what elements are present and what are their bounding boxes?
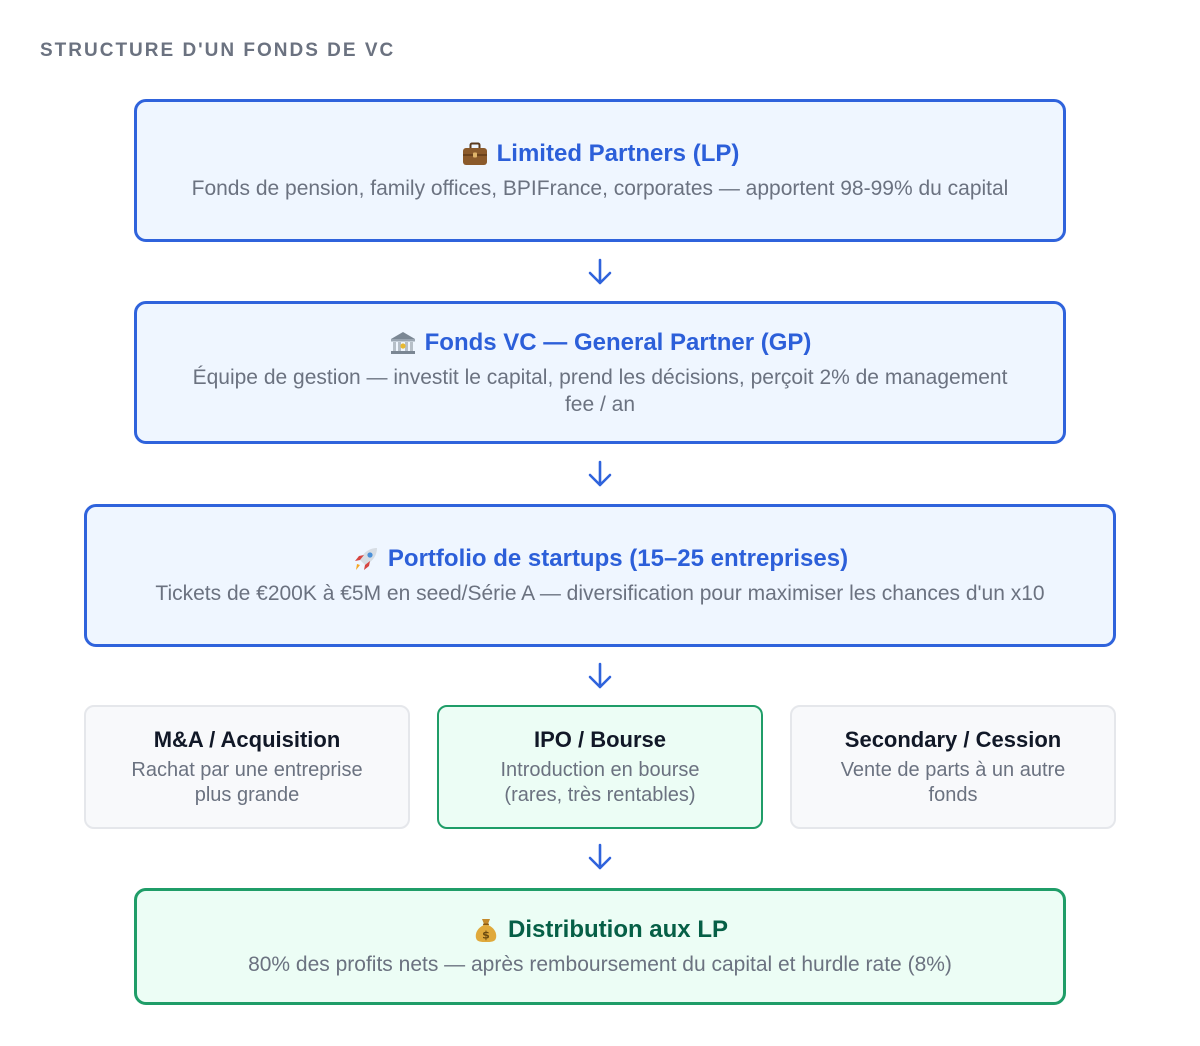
outcome-secondary-description: Vente de parts à un autre fonds [840,759,1066,806]
outcome-ma-description: Rachat par une entreprise plus grande [131,759,363,806]
gp-title: Fonds VC — General Partner (GP) [424,328,812,356]
lp-title-row: Limited Partners (LP) [461,139,740,169]
gp-description: Équipe de gestion — investit le capital,… [192,365,1008,416]
distribution-description: 80% des profits nets — après rembourseme… [248,953,952,976]
arrow-down-icon [588,843,612,870]
lp-description: Fonds de pension, family offices, BPIFra… [191,177,1009,200]
lp-title: Limited Partners (LP) [496,140,740,167]
gp-title-row: Fonds VC — General Partner (GP) [389,328,812,358]
money-bag-icon: $ [475,919,497,942]
arrow-down-icon [588,662,612,689]
outcome-ma-title: M&A / Acquisition [153,727,341,752]
outcome-secondary-title: Secondary / Cession [844,727,1062,752]
outcome-ma-box: M&A / Acquisition Rachat par une entrepr… [84,705,410,829]
portfolio-title-row: Portfolio de startups (15–25 entreprises… [352,544,848,574]
diagram-heading: STRUCTURE D'UN FONDS DE VC [40,40,396,61]
briefcase-icon [462,142,487,165]
outcome-secondary-box: Secondary / Cession Vente de parts à un … [790,705,1116,829]
outcome-ipo-description: Introduction en bourse (rares, très rent… [500,759,700,806]
arrow-down-icon [588,460,612,487]
outcome-ipo-box: IPO / Bourse Introduction en bourse (rar… [437,705,763,829]
rocket-icon [354,548,377,570]
distribution-title-row: $ Distribution aux LP [472,915,728,945]
distribution-box: $ Distribution aux LP 80% des profits ne… [134,888,1066,1005]
lp-box: Limited Partners (LP) Fonds de pension, … [134,99,1066,242]
portfolio-title: Portfolio de startups (15–25 entreprises… [387,545,849,572]
gp-box: Fonds VC — General Partner (GP) Équipe d… [134,301,1066,444]
bank-icon [390,331,415,354]
portfolio-description: Tickets de €200K à €5M en seed/Série A —… [155,582,1045,605]
distribution-title: Distribution aux LP [507,916,728,943]
svg-text:$: $ [482,929,490,942]
portfolio-box: Portfolio de startups (15–25 entreprises… [84,504,1116,647]
outcome-ipo-title: IPO / Bourse [533,727,667,752]
arrow-down-icon [588,258,612,285]
